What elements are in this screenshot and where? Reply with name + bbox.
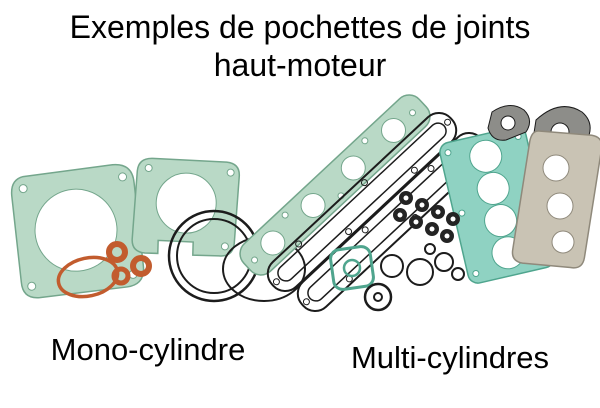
valve-cover-gasket-1: [266, 111, 458, 293]
small-o-rings: [380, 243, 465, 286]
multi-head-gasket-strip: [239, 94, 431, 276]
caption-mono-cylinder: Mono-cylindre: [50, 332, 246, 367]
multi-cylinder-gaskets: [239, 94, 600, 313]
title-line-2: haut-moteur: [213, 47, 387, 84]
seal-ring: [363, 282, 393, 312]
page-title: Exemples de pochettes de joints haut-mot…: [0, 8, 600, 85]
small-teal-gasket: [329, 245, 375, 291]
title-line-1: Exemples de pochettes de joints: [69, 9, 531, 45]
mono-head-gasket: [10, 163, 145, 299]
tan-gasket: [511, 130, 600, 269]
caption-multi-cylinders: Multi-cylindres: [350, 340, 550, 375]
grommets: [393, 191, 460, 243]
mono-cylinder-gaskets: [10, 157, 306, 303]
mono-head-gasket-2: [131, 157, 241, 257]
orange-o-rings: [56, 241, 152, 299]
